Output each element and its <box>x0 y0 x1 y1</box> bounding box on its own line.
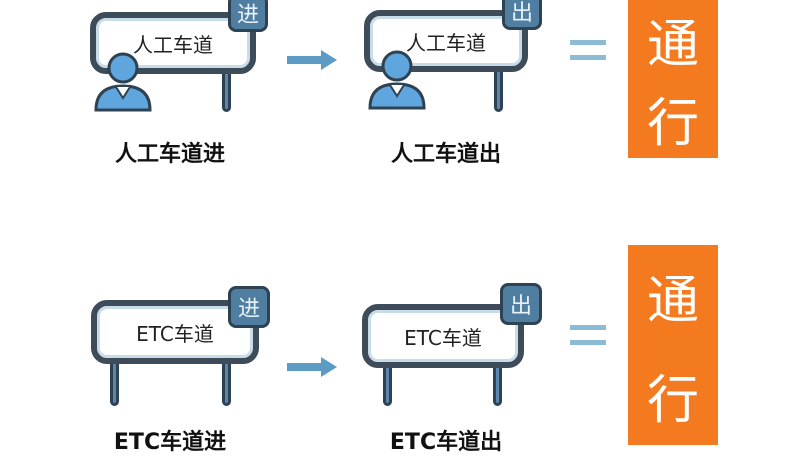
sign-pole <box>494 66 503 112</box>
manual-exit-caption: 人工车道出 <box>390 142 501 167</box>
etc-exit-caption: ETC车道出 <box>389 430 503 455</box>
manual-entry-caption: 人工车道进 <box>114 142 225 167</box>
etc-entry-caption: ETC车道进 <box>113 430 227 455</box>
exit-badge: 出 <box>500 283 542 325</box>
sign-text: 人工车道 <box>133 32 213 57</box>
etc-exit-sign: ETC车道 <box>362 304 524 368</box>
person-icon <box>94 52 152 112</box>
sign-text: ETC车道 <box>404 325 482 350</box>
sign-pole <box>222 360 231 406</box>
pass-char: 通 <box>646 270 699 331</box>
arrow-right-icon <box>287 357 337 377</box>
pass-char: 行 <box>646 94 699 154</box>
entry-badge: 进 <box>228 286 270 328</box>
arrow-right-icon <box>287 50 337 70</box>
equals-icon <box>570 325 606 347</box>
sign-pole <box>383 364 392 406</box>
pass-badge: 通 行 <box>628 245 718 445</box>
sign-pole <box>493 364 502 406</box>
pass-char: 通 <box>646 15 699 75</box>
sign-text: 人工车道 <box>406 30 486 55</box>
sign-text: ETC车道 <box>136 321 214 346</box>
person-icon <box>368 50 426 110</box>
pass-char: 行 <box>646 370 699 431</box>
entry-badge: 进 <box>228 0 268 32</box>
equals-icon <box>570 40 606 62</box>
sign-pole <box>110 360 119 406</box>
manual-exit-sign: 人工车道 <box>364 10 528 72</box>
exit-badge: 出 <box>502 0 542 30</box>
pass-badge: 通 行 <box>628 0 718 158</box>
